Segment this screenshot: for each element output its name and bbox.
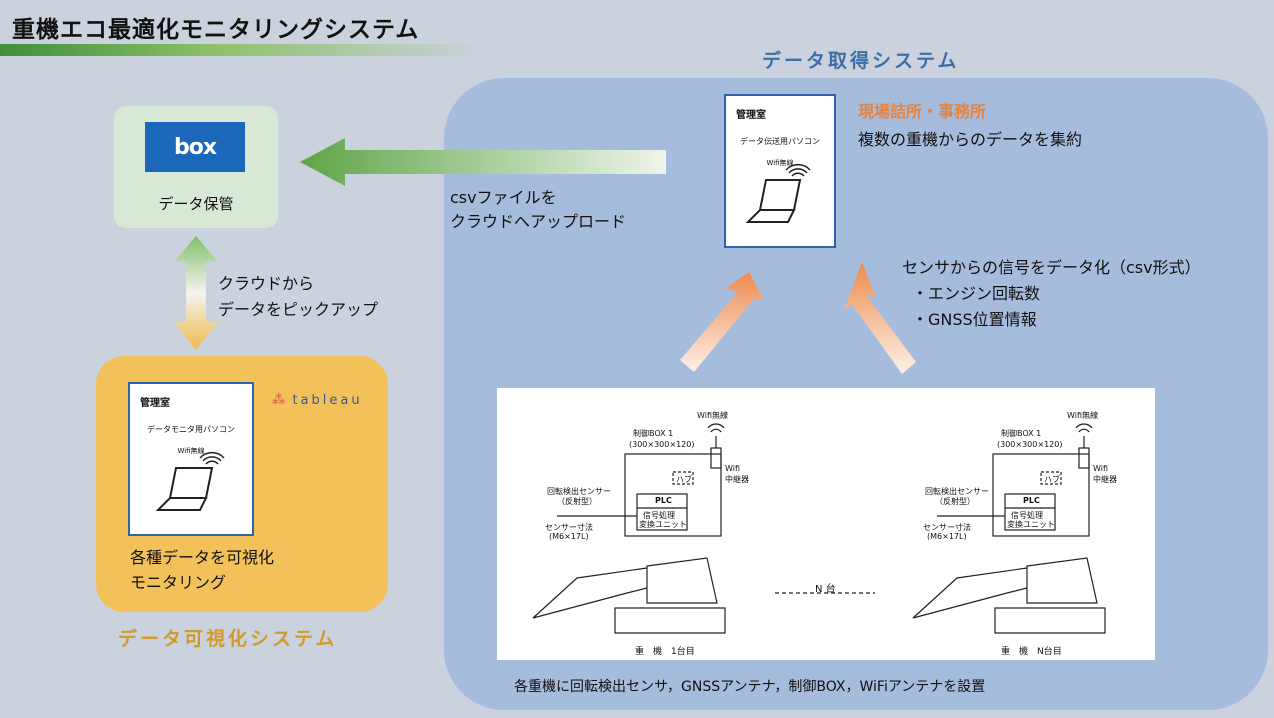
machine-1-label: 重 機 1台目 xyxy=(635,647,695,657)
transmission-pc-label: データ伝送用パソコン xyxy=(740,137,820,146)
monitor-room-label: 管理室 xyxy=(140,398,170,409)
proc-label-nb: 変換ユニット xyxy=(1007,520,1055,529)
hub-label-n: ハブ xyxy=(1044,475,1060,484)
transmission-wifi-label: Wifi無線 xyxy=(766,159,794,167)
upload-label-line2: クラウドへアップロード xyxy=(450,212,627,231)
sensor-size-1b: (M6×17L) xyxy=(549,532,589,541)
machines-schematic xyxy=(532,423,1106,634)
visualization-system-title: データ可視化システム xyxy=(118,628,338,650)
tableau-logo: ⁂ tableau xyxy=(272,393,363,408)
pickup-arrow xyxy=(174,236,218,350)
sensor-label-na: 回転検出センサー xyxy=(925,487,989,496)
tableau-logo-text: tableau xyxy=(292,393,363,408)
signal-item-gnss: ・GNSS位置情報 xyxy=(912,310,1037,329)
title-underline xyxy=(0,44,480,56)
sensor-size-na: センサー寸法 xyxy=(923,523,971,532)
ctrl-box-dim-n: (300×300×120) xyxy=(997,440,1063,449)
aggregate-label: 複数の重機からのデータを集約 xyxy=(858,130,1083,149)
plc-label-1: PLC xyxy=(655,496,672,505)
sensor-label-1a: 回転検出センサー xyxy=(547,487,611,496)
signal-item-engine-rpm: ・エンジン回転数 xyxy=(912,284,1041,303)
site-office-label: 現場詰所・事務所 xyxy=(858,102,987,121)
laptop-icon xyxy=(155,451,225,511)
visualization-label-line1: 各種データを可視化 xyxy=(130,548,275,567)
laptop-icon xyxy=(745,163,811,223)
relay-label-1b: 中継器 xyxy=(725,475,749,484)
monitor-pc-label: データモニタ用パソコン xyxy=(147,425,235,434)
wifi-label-1: Wifi無線 xyxy=(697,411,728,420)
box-logo: box xyxy=(145,122,245,172)
heavy-machines-figure: Wifi無線 制御BOX 1 (300×300×120) Wifi 中継器 ハブ… xyxy=(497,388,1155,660)
upload-label-line1: csvファイルを xyxy=(450,188,557,207)
visualization-label-line2: モニタリング xyxy=(130,573,227,592)
signal-arrow-left xyxy=(680,272,764,372)
sensor-label-1b: （反射型） xyxy=(557,497,597,506)
relay-label-nb: 中継器 xyxy=(1093,475,1117,484)
pickup-label-line1: クラウドから xyxy=(218,274,315,293)
signal-arrow-right xyxy=(844,262,916,374)
machine-n-label: 重 機 N台目 xyxy=(1001,647,1062,657)
signal-label: センサからの信号をデータ化（csv形式） xyxy=(902,258,1201,277)
n-units-label: N 台 xyxy=(815,584,836,595)
installation-footer: 各重機に回転検出センサ，GNSSアンテナ，制御BOX，WiFiアンテナを設置 xyxy=(514,679,986,695)
transmission-room-label: 管理室 xyxy=(736,110,766,121)
ctrl-box-n xyxy=(992,453,1090,537)
sensor-size-nb: (M6×17L) xyxy=(927,532,967,541)
transmission-pc-document: 管理室 データ伝送用パソコン Wifi無線 xyxy=(724,94,836,248)
proc-label-na: 信号処理 xyxy=(1011,511,1043,520)
relay-label-na: Wifi xyxy=(1093,464,1108,473)
monitor-pc-document: 管理室 データモニタ用パソコン Wifi無線 xyxy=(128,382,254,536)
pickup-label-line2: データをピックアップ xyxy=(218,300,379,319)
ctrl-box-label-1: 制御BOX 1 xyxy=(633,429,674,438)
data-storage-caption: データ保管 xyxy=(158,195,234,213)
hub-label-1: ハブ xyxy=(676,475,692,484)
proc-label-1b: 変換ユニット xyxy=(639,520,687,529)
monitor-wifi-label: Wifi無線 xyxy=(177,447,205,455)
sensor-size-1a: センサー寸法 xyxy=(545,523,593,532)
proc-label-1a: 信号処理 xyxy=(643,511,675,520)
plc-label-n: PLC xyxy=(1023,496,1040,505)
upload-arrow xyxy=(300,138,666,186)
ctrl-box-label-n: 制御BOX 1 xyxy=(1001,429,1042,438)
relay-label-1a: Wifi xyxy=(725,464,740,473)
acquisition-system-title: データ取得システム xyxy=(762,50,960,72)
ctrl-box-dim-1: (300×300×120) xyxy=(629,440,695,449)
wifi-label-n: Wifi無線 xyxy=(1067,411,1098,420)
sensor-label-nb: （反射型） xyxy=(935,497,975,506)
page-title: 重機エコ最適化モニタリングシステム xyxy=(12,17,420,43)
ctrl-box-1 xyxy=(624,453,722,537)
